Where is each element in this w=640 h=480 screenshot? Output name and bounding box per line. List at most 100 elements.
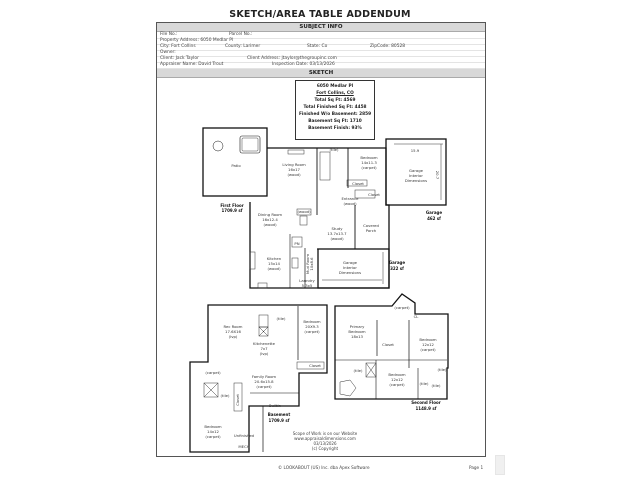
file-no: File No.:	[160, 32, 178, 37]
county: County: Larimer	[225, 44, 261, 49]
svg-text:15.9: 15.9	[411, 148, 420, 153]
svg-text:13.7x13.7: 13.7x13.7	[327, 231, 347, 236]
svg-text:MECH: MECH	[238, 444, 249, 449]
page-title: SKETCH/AREA TABLE ADDENDUM	[229, 9, 411, 20]
svg-text:(tile): (tile)	[277, 316, 286, 321]
svg-text:(tile): (tile)	[330, 147, 339, 152]
summary-total-finished: Total Finished Sq Ft: 4458	[303, 105, 367, 110]
svg-text:14x12: 14x12	[207, 429, 219, 434]
svg-text:Bedroom: Bedroom	[388, 372, 405, 377]
svg-text:Kitchen: Kitchen	[267, 256, 282, 261]
svg-text:(tile): (tile)	[221, 393, 230, 398]
svg-text:BuiltIn: BuiltIn	[269, 403, 282, 408]
first-floor-plan	[202, 127, 447, 289]
svg-text:(carpet): (carpet)	[394, 305, 410, 310]
basement-outline	[189, 304, 328, 453]
svg-text:(wood): (wood)	[267, 266, 281, 271]
watermark-icon	[495, 455, 505, 475]
svg-text:(wood): (wood)	[297, 209, 311, 214]
svg-text:5.3x5: 5.3x5	[302, 283, 313, 288]
svg-text:(wood): (wood)	[263, 222, 277, 227]
subject-row-4: Owner:	[157, 50, 485, 57]
svg-text:Bedroom: Bedroom	[360, 155, 377, 160]
second-floor-outline	[334, 293, 449, 400]
svg-text:Garage: Garage	[343, 260, 358, 265]
svg-text:12x12: 12x12	[391, 377, 403, 382]
svg-text:(wood): (wood)	[330, 236, 344, 241]
sketch-header: SKETCH	[157, 69, 485, 78]
svg-text:Mud Room: Mud Room	[305, 254, 310, 274]
parcel-no: Parcel No.:	[229, 32, 253, 37]
patio-label: Patio	[231, 163, 241, 168]
svg-text:Interior: Interior	[409, 173, 423, 178]
website-link[interactable]: www.appraisaldimensions.com	[294, 436, 356, 441]
svg-text:Garage: Garage	[409, 168, 424, 173]
svg-text:Dining Room: Dining Room	[258, 212, 283, 217]
addendum-frame: SUBJECT INFO File No.: Parcel No.: Prope…	[156, 22, 486, 457]
summary-address: 6050 Medlar Pl	[316, 84, 354, 89]
first-floor-label: First Floor	[220, 203, 243, 208]
second-floor-plan	[334, 293, 449, 400]
client-address: Client Address: jtaylor@thegroupinc.com	[247, 56, 337, 61]
subject-row-3: City: Fort Collins County: Larimer State…	[157, 44, 485, 51]
summary-finished-wo-basement: Finished W/o Basement: 2859	[298, 112, 372, 117]
subject-row-2: Property Address: 6050 Medlar Pl	[157, 38, 485, 45]
city: City: Fort Collins	[160, 44, 196, 49]
svg-text:Bedroom: Bedroom	[348, 329, 365, 334]
state: State: Co	[307, 44, 328, 49]
svg-text:(lvp): (lvp)	[229, 334, 238, 339]
svg-text:Interior: Interior	[343, 265, 357, 270]
summary-city: Fort Collins, CO	[316, 91, 354, 96]
svg-text:Unfinished: Unfinished	[234, 433, 255, 438]
svg-text:Rec Room: Rec Room	[224, 324, 243, 329]
svg-text:(tile): (tile)	[438, 367, 447, 372]
svg-text:15x14: 15x14	[268, 261, 280, 266]
svg-text:(tile): (tile)	[354, 368, 363, 373]
svg-text:Kitchenette: Kitchenette	[253, 341, 276, 346]
svg-text:(lvp): (lvp)	[260, 351, 269, 356]
subject-row-5: Client: Jack Taylor Client Address: jtay…	[157, 56, 485, 63]
subject-info-header: SUBJECT INFO	[157, 23, 485, 32]
svg-text:20.6x15.8: 20.6x15.8	[254, 379, 274, 384]
svg-text:Closet: Closet	[368, 192, 380, 197]
svg-text:(tile): (tile)	[432, 383, 441, 388]
garage-lower-area: 322 sf	[390, 266, 404, 271]
svg-text:Laundry: Laundry	[299, 278, 315, 283]
svg-text:20X9.3: 20X9.3	[305, 324, 319, 329]
second-floor-area: 1148.9 sf	[416, 406, 437, 411]
svg-text:Closet: Closet	[382, 342, 394, 347]
owner: Owner:	[160, 50, 176, 55]
svg-text:20.7: 20.7	[435, 171, 440, 180]
svg-text:Closet: Closet	[235, 394, 240, 406]
svg-text:17.6X16: 17.6X16	[225, 329, 241, 334]
svg-text:(carpet): (carpet)	[205, 434, 221, 439]
svg-text:Living Room: Living Room	[282, 162, 306, 167]
svg-text:16x12.4: 16x12.4	[262, 217, 278, 222]
svg-text:CL: CL	[414, 314, 420, 319]
svg-text:Closet: Closet	[309, 363, 321, 368]
property-address: Property Address: 6050 Medlar Pl	[160, 38, 234, 43]
appraiser-name: Appraiser Name: David Trout	[160, 62, 224, 67]
svg-text:Bedroom: Bedroom	[204, 424, 221, 429]
zipcode: ZipCode: 80528	[370, 44, 406, 49]
subject-row-6: Appraiser Name: David Trout Inspection D…	[157, 62, 485, 69]
footer-page-number: Page 1	[469, 465, 484, 470]
svg-text:12x12: 12x12	[422, 342, 434, 347]
garage-lower-label: Garage	[389, 260, 406, 265]
summary-total-sqft: Total Sq Ft: 4569	[314, 98, 356, 103]
basement-label: Basement	[268, 412, 291, 417]
basement-plan	[189, 304, 328, 453]
svg-text:16x17: 16x17	[288, 167, 300, 172]
basement-area: 1709.9 sf	[269, 418, 290, 423]
svg-text:(carpet): (carpet)	[304, 329, 320, 334]
second-floor-label: Second Floor	[411, 400, 440, 405]
svg-text:18x13: 18x13	[351, 334, 363, 339]
footer-copyright: © LOOKABOUT (US) Inc. dba Apex Software	[278, 465, 370, 470]
scope-of-work-note: Scope of Work is on our Website www.appr…	[285, 431, 365, 451]
svg-text:(wood): (wood)	[343, 201, 357, 206]
svg-text:Bedroom: Bedroom	[303, 319, 320, 324]
garage-upper-area: 462 sf	[427, 216, 441, 221]
svg-text:Covered: Covered	[363, 223, 379, 228]
svg-text:(carpet): (carpet)	[205, 370, 221, 375]
svg-text:(carpet): (carpet)	[389, 382, 405, 387]
